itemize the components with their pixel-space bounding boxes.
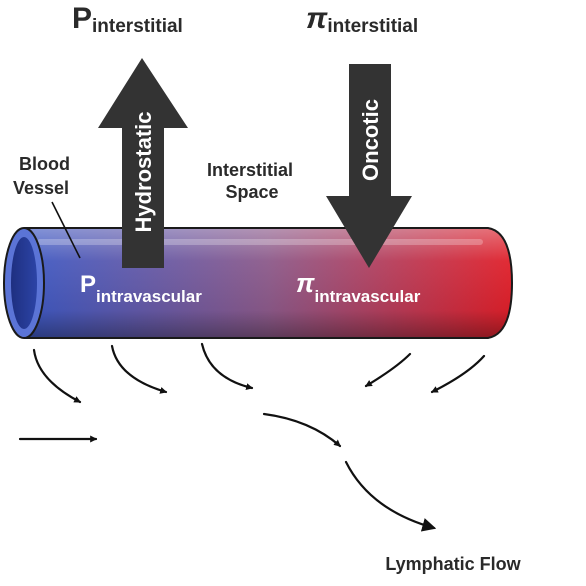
blood-vessel-label-line1: Blood: [19, 154, 70, 174]
p-interstitial-subscript: interstitial: [92, 16, 183, 37]
pi-interstitial-subscript: interstitial: [327, 16, 418, 37]
vessel-outline: [24, 227, 514, 339]
interstitial-space-label: Interstitial: [207, 160, 293, 180]
filtration-arrow-1: [32, 348, 82, 404]
p-intravascular-symbol: P: [80, 271, 96, 298]
pi-intravascular-symbol: π: [296, 268, 315, 298]
hydrostatic-arrow-shape: [98, 58, 188, 268]
p-intravascular-subscript: intravascular: [96, 287, 202, 306]
blood-vessel-label-2: Vessel: [13, 178, 69, 198]
filtration-arrow-2: [110, 344, 168, 394]
lymphatic-flow-label: Lymphatic Flow: [385, 554, 521, 574]
pi-interstitial-symbol: π: [306, 2, 328, 35]
lymphatic-arrow-2: [344, 460, 437, 532]
interstitial-space-label-2: Space: [225, 182, 278, 202]
blood-vessel-label: Blood: [19, 154, 70, 174]
oncotic-arrow: Oncotic: [326, 64, 412, 268]
pi-intravascular-subscript: intravascular: [315, 287, 421, 306]
reabsorption-arrow-1: [364, 352, 412, 388]
interstitial-space-line2: Space: [225, 182, 278, 202]
pi-interstitial-label: πinterstitial: [306, 2, 418, 37]
interstitial-space-line1: Interstitial: [207, 160, 293, 180]
lymphatic-arrow-1: [262, 412, 342, 448]
vessel-opening: [11, 237, 37, 329]
blood-vessel-label-line2: Vessel: [13, 178, 69, 198]
hydrostatic-label: Hydrostatic: [131, 111, 156, 232]
p-interstitial-symbol: P: [72, 2, 92, 35]
blood-vessel-pointer: [51, 201, 81, 259]
p-interstitial-label: Pinterstitial: [72, 2, 183, 37]
pi-intravascular-label: πintravascular: [296, 268, 421, 306]
filtration-arrow-3: [200, 342, 254, 391]
oncotic-arrow-shape: [326, 64, 412, 268]
oncotic-label: Oncotic: [358, 99, 383, 181]
reabsorption-arrow-2: [430, 354, 486, 394]
hydrostatic-arrow: Hydrostatic: [98, 58, 188, 268]
p-intravascular-label: Pintravascular: [80, 271, 202, 306]
